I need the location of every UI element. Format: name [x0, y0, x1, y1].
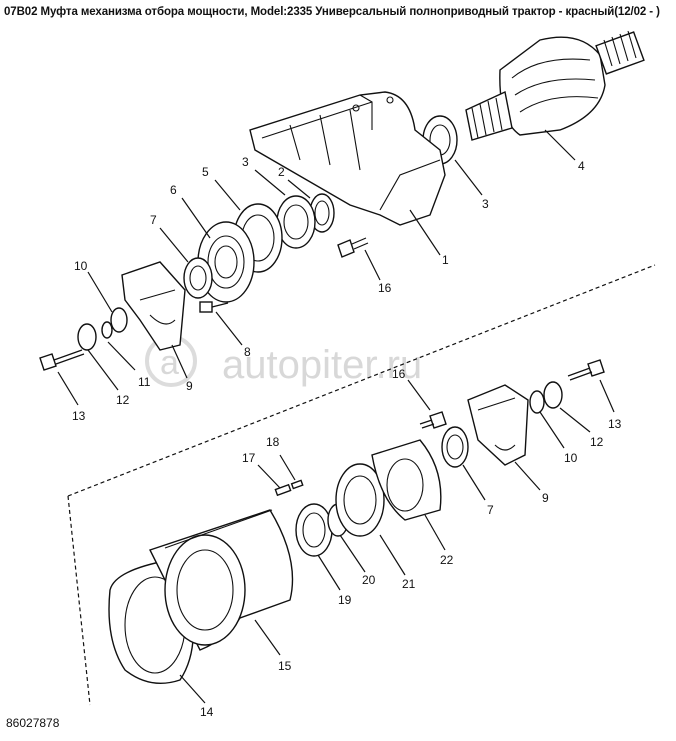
callout-15: 15 [278, 659, 292, 673]
callout-21: 21 [402, 577, 416, 591]
callout-16-lower: 16 [392, 367, 406, 381]
upper-assembly: 1 2 3 3 4 5 6 7 8 9 10 11 12 13 16 [39, 30, 645, 423]
part-19-bearing [295, 503, 333, 557]
callout-6: 6 [170, 183, 177, 197]
part-10-snap-ring-lower [529, 390, 545, 414]
callout-11: 11 [138, 375, 151, 389]
part-7-ring-lower [441, 426, 469, 468]
part-21-gasket [335, 463, 385, 537]
upper-leader-lines [57, 129, 576, 406]
callout-13-lower: 13 [608, 417, 622, 431]
callout-9: 9 [186, 379, 193, 393]
callout-8: 8 [244, 345, 251, 359]
callout-18: 18 [266, 435, 280, 449]
callout-9-lower: 9 [542, 491, 549, 505]
part-4-shaft-housing [465, 30, 645, 141]
callout-14: 14 [200, 705, 214, 719]
watermark-text: autopiter.ru [222, 343, 422, 387]
lower-leader-lines [179, 379, 615, 704]
callout-10-lower: 10 [564, 451, 578, 465]
part-12-washer [77, 323, 97, 351]
watermark: a autopiter.ru [145, 335, 422, 387]
callout-12: 12 [116, 393, 130, 407]
callout-4: 4 [578, 159, 585, 173]
callout-3-right: 3 [482, 197, 489, 211]
part-22-flange [371, 439, 442, 521]
callout-5: 5 [202, 165, 209, 179]
part-16-bolt-lower [419, 411, 447, 429]
part-11-washer [101, 321, 113, 339]
callout-20: 20 [362, 573, 376, 587]
part-15-housing [149, 509, 294, 651]
svg-text:a: a [160, 344, 179, 382]
part-3-bearing-left [276, 195, 316, 249]
diagram-code: 86027878 [6, 716, 60, 730]
part-13-bolt-lower [567, 359, 605, 381]
callout-2: 2 [278, 165, 285, 179]
callout-13: 13 [72, 409, 86, 423]
part-12-washer-lower [543, 381, 563, 409]
part-17-pin [274, 483, 292, 497]
part-16-bolt [337, 237, 369, 258]
callout-22: 22 [440, 553, 454, 567]
part-8-bolt [199, 301, 229, 313]
callout-3-left: 3 [242, 155, 249, 169]
separator-lines [67, 264, 656, 706]
part-9-yoke [121, 261, 186, 351]
callout-12-lower: 12 [590, 435, 604, 449]
part-13-bolt [39, 349, 85, 371]
callout-19: 19 [338, 593, 352, 607]
part-2-seal [309, 193, 335, 233]
part-7-ring [183, 257, 213, 299]
callout-16: 16 [378, 281, 392, 295]
callout-7: 7 [150, 213, 157, 227]
part-9-yoke-lower [467, 384, 529, 466]
part-1-bracket [249, 91, 446, 226]
part-10-snap-ring [110, 307, 128, 333]
callout-10: 10 [74, 259, 88, 273]
part-18-pin [290, 479, 304, 490]
lower-assembly: 16 13 12 10 9 7 22 21 20 19 18 17 15 14 [108, 359, 622, 719]
diagram-title: 07B02 Муфта механизма отбора мощности, M… [4, 6, 660, 18]
callout-17: 17 [242, 451, 256, 465]
callout-1: 1 [442, 253, 449, 267]
callout-7-lower: 7 [487, 503, 494, 517]
